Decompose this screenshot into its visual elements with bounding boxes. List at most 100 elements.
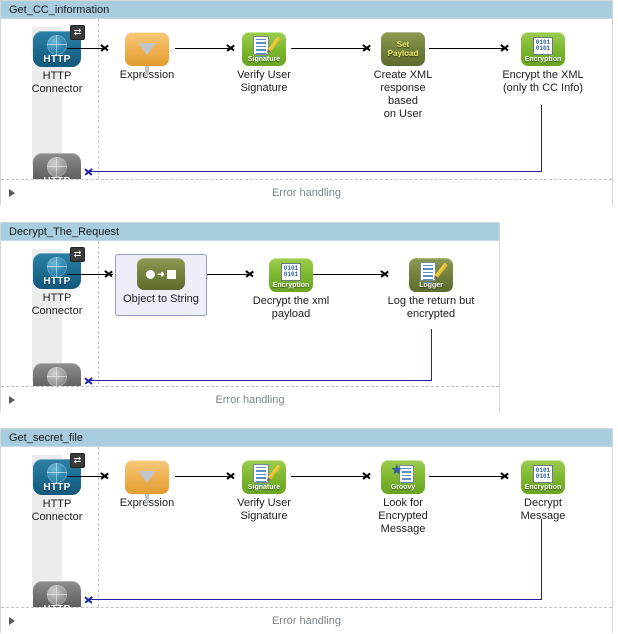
flow3-step-look-for-encrypted-message[interactable]: ★ Groovy Look for Encrypted Message: [365, 460, 441, 536]
http-icon-label: HTTP: [43, 54, 71, 65]
http-connector-icon: HTTP ⇄: [33, 25, 85, 67]
groovy-icon: ★ Groovy: [381, 460, 425, 494]
flow1-source-http-connector[interactable]: HTTP ⇄ HTTP Connector: [17, 25, 97, 96]
connector-line: [67, 476, 107, 477]
connector-line: [313, 274, 387, 275]
flow-panel-decrypt-the-request[interactable]: Decrypt_The_Request HTTP ⇄ HTTP Connecto…: [0, 222, 500, 412]
return-path-line: [90, 171, 542, 172]
flow2-step-log-the-return-label: Log the return but encrypted: [387, 295, 475, 320]
document-pencil-icon: [420, 262, 448, 284]
flow1-step-verify-user-signature[interactable]: Signature Verify User Signature: [229, 32, 299, 95]
encryption-bits-top: 0101: [283, 265, 299, 272]
flow3-source-label: HTTP Connector: [31, 498, 83, 523]
triangle-right-icon[interactable]: [9, 617, 15, 625]
flow1-step-create-xml-response[interactable]: Set Payload Create XML response based on…: [365, 32, 441, 121]
connector-arrow-icon: [101, 469, 110, 483]
flow3-step-look-for-encrypted-message-label: Look for Encrypted Message: [378, 497, 428, 535]
flow-panel-get-cc-information[interactable]: Get_CC_information HTTP ⇄ HTTP Connector…: [0, 0, 613, 205]
binary-bits-icon: 0101 0101: [533, 465, 553, 483]
arrow-right-icon: ➜: [157, 268, 165, 279]
inbound-outbound-arrows-icon: ⇄: [70, 453, 85, 468]
flow2-step-decrypt-xml-payload[interactable]: 0101 0101 Encryption Decrypt the xml pay…: [249, 258, 333, 321]
flow-title-decrypt-the-request: Decrypt_The_Request: [1, 223, 499, 241]
expression-filter-icon: [125, 460, 169, 503]
object-to-string-icon: ➜: [137, 258, 185, 290]
signature-icon-label: Signature: [247, 56, 281, 63]
groovy-star-document-icon: ★: [391, 463, 414, 484]
source-separator: [98, 19, 99, 179]
flow-title-get-cc-information: Get_CC_information: [1, 1, 612, 19]
connector-line: [67, 274, 113, 275]
flow2-step-object-to-string-label: Object to String: [123, 293, 199, 305]
binary-bits-icon: 0101 0101: [281, 263, 301, 281]
globe-icon: [47, 157, 67, 177]
flow3-error-handling-bar[interactable]: Error handling: [1, 607, 612, 633]
inbound-outbound-arrows-icon: ⇄: [70, 247, 85, 262]
http-connector-icon: HTTP ⇄: [33, 453, 85, 495]
triangle-right-icon[interactable]: [9, 396, 15, 404]
binary-bits-icon: 0101 0101: [533, 37, 553, 55]
encryption-icon-label: Encryption: [272, 282, 310, 289]
flow2-error-handling-label: Error handling: [215, 394, 285, 406]
flow-body-decrypt-the-request: HTTP ⇄ HTTP Connector HTTP: [1, 241, 499, 412]
flow-panel-get-secret-file[interactable]: Get_secret_file HTTP ⇄ HTTP Connector HT…: [0, 428, 613, 633]
return-path-line: [90, 380, 432, 381]
return-path-arrow-icon: [83, 593, 92, 606]
flow3-source-http-connector[interactable]: HTTP ⇄ HTTP Connector: [17, 453, 97, 524]
globe-icon: [47, 585, 67, 605]
flow3-step-decrypt-message-label: Decrypt Message: [520, 497, 566, 522]
flow3-step-decrypt-message[interactable]: 0101 0101 Encryption Decrypt Message: [501, 460, 585, 523]
flow1-step-expression[interactable]: Expression: [113, 32, 181, 82]
triangle-right-icon[interactable]: [9, 189, 15, 197]
encryption-icon-label: Encryption: [524, 484, 562, 491]
connector-arrow-icon: [105, 267, 114, 281]
flow2-source-http-connector[interactable]: HTTP ⇄ HTTP Connector: [17, 247, 97, 318]
flow-body-get-secret-file: HTTP ⇄ HTTP Connector HTTP: [1, 447, 612, 633]
return-path-line: [431, 329, 432, 381]
set-payload-icon: Set Payload: [381, 32, 425, 66]
flow1-step-encrypt-the-xml[interactable]: 0101 0101 Encryption Encrypt the XML (on…: [501, 32, 585, 95]
set-payload-icon-label: Set Payload: [387, 40, 419, 58]
connector-line: [291, 476, 369, 477]
encryption-bits-top: 0101: [535, 467, 551, 474]
flow2-step-object-to-string[interactable]: ➜ Object to String: [115, 258, 207, 306]
connector-line: [291, 48, 369, 49]
document-pencil-icon: [253, 464, 281, 486]
funnel-icon: [138, 471, 156, 503]
flow2-error-handling-bar[interactable]: Error handling: [1, 386, 499, 412]
encryption-icon-label: Encryption: [524, 56, 562, 63]
connector-line: [186, 274, 252, 275]
funnel-icon: [138, 43, 156, 75]
connector-arrow-icon: [101, 41, 110, 55]
flow3-error-handling-label: Error handling: [271, 615, 342, 627]
encryption-icon: 0101 0101 Encryption: [269, 258, 313, 292]
flow3-step-expression-label: Expression: [119, 497, 175, 509]
signature-icon: Signature: [242, 460, 286, 494]
flow1-source-label: HTTP Connector: [31, 70, 83, 95]
globe-icon: [47, 35, 67, 55]
document-pencil-icon: [253, 36, 281, 58]
encryption-icon: 0101 0101 Encryption: [521, 460, 565, 494]
flow2-step-decrypt-xml-payload-label: Decrypt the xml payload: [252, 295, 330, 320]
globe-icon: [47, 257, 67, 277]
flow2-step-log-the-return[interactable]: Logger Log the return but encrypted: [385, 258, 477, 321]
encryption-bits-bottom: 0101: [535, 473, 551, 480]
flow1-step-expression-label: Expression: [119, 69, 175, 81]
flow3-step-expression[interactable]: Expression: [113, 460, 181, 510]
expression-filter-icon: [125, 32, 169, 75]
source-separator: [98, 447, 99, 607]
globe-icon: [47, 463, 67, 483]
flow1-step-create-xml-response-label: Create XML response based on User: [373, 69, 433, 120]
return-path-line: [90, 599, 542, 600]
logger-icon: Logger: [409, 258, 453, 292]
groovy-icon-label: Groovy: [390, 484, 416, 491]
logger-icon-label: Logger: [419, 282, 443, 289]
http-icon-label: HTTP: [43, 482, 71, 493]
return-path-arrow-icon: [83, 165, 92, 178]
flow3-step-verify-user-signature[interactable]: Signature Verify User Signature: [229, 460, 299, 523]
connector-line: [67, 48, 107, 49]
flow1-error-handling-label: Error handling: [271, 187, 342, 199]
signature-icon: Signature: [242, 32, 286, 66]
http-icon-label: HTTP: [43, 276, 71, 287]
flow1-error-handling-bar[interactable]: Error handling: [1, 179, 612, 205]
